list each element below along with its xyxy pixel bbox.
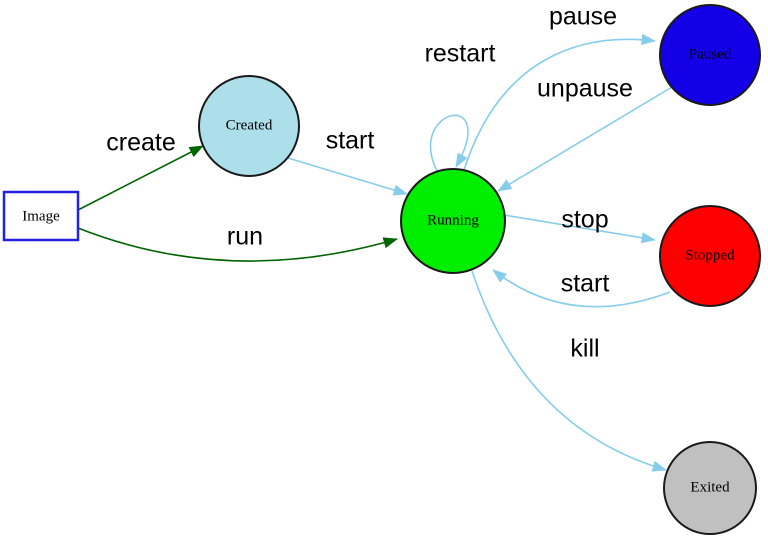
edge-label-run: run bbox=[227, 223, 263, 251]
edge-stop-path bbox=[503, 214, 656, 244]
node-stopped-label: Stopped bbox=[685, 247, 735, 263]
edge-restart[interactable]: restart bbox=[425, 40, 496, 172]
edge-label-stop: stop bbox=[561, 206, 608, 234]
edge-create-path bbox=[77, 145, 204, 211]
edge-stop[interactable]: stop bbox=[503, 206, 656, 244]
node-created-shape bbox=[198, 75, 300, 177]
node-exited[interactable]: Exited bbox=[663, 441, 757, 535]
edge-pause-path bbox=[463, 33, 656, 171]
node-exited-shape bbox=[663, 441, 757, 535]
node-running-shape bbox=[400, 168, 506, 274]
nodes-layer: Image Created Running Paused Stopped Exi bbox=[2, 4, 761, 535]
node-image-shape bbox=[2, 190, 80, 242]
edge-run-path bbox=[77, 227, 398, 262]
edge-create[interactable]: create bbox=[77, 129, 204, 211]
edge-label-unpause: unpause bbox=[537, 75, 633, 103]
node-running-label: Running bbox=[427, 212, 479, 228]
edge-pause[interactable]: pause bbox=[463, 3, 656, 171]
edge-label-pause: pause bbox=[549, 3, 617, 31]
node-created[interactable]: Created bbox=[198, 75, 300, 177]
edge-restart-path bbox=[430, 114, 469, 172]
edge-start-stopped-path bbox=[492, 269, 671, 308]
edge-start-created[interactable]: start bbox=[287, 127, 408, 196]
node-paused[interactable]: Paused bbox=[659, 4, 761, 106]
node-running[interactable]: Running bbox=[400, 168, 506, 274]
edges-layer: create run start restart pause unpause bbox=[77, 3, 673, 472]
edge-label-start-stopped: start bbox=[561, 270, 610, 298]
edge-label-restart: restart bbox=[425, 40, 496, 68]
edge-label-create: create bbox=[106, 129, 175, 157]
edge-kill[interactable]: kill bbox=[471, 270, 667, 472]
edge-unpause[interactable]: unpause bbox=[497, 75, 673, 192]
node-paused-label: Paused bbox=[689, 46, 732, 62]
edge-run[interactable]: run bbox=[77, 223, 398, 262]
node-image-label: Image bbox=[22, 208, 60, 224]
node-stopped-shape bbox=[659, 205, 761, 307]
edge-kill-path bbox=[471, 270, 667, 472]
edge-label-start-created: start bbox=[326, 127, 375, 155]
node-created-label: Created bbox=[226, 117, 273, 133]
node-exited-label: Exited bbox=[690, 479, 730, 495]
node-paused-shape bbox=[659, 4, 761, 106]
edge-label-kill: kill bbox=[570, 335, 599, 363]
node-image[interactable]: Image bbox=[2, 190, 80, 242]
edge-unpause-path bbox=[497, 86, 673, 192]
node-stopped[interactable]: Stopped bbox=[659, 205, 761, 307]
edge-start-stopped[interactable]: start bbox=[492, 269, 671, 308]
edge-start-created-path bbox=[287, 157, 408, 196]
